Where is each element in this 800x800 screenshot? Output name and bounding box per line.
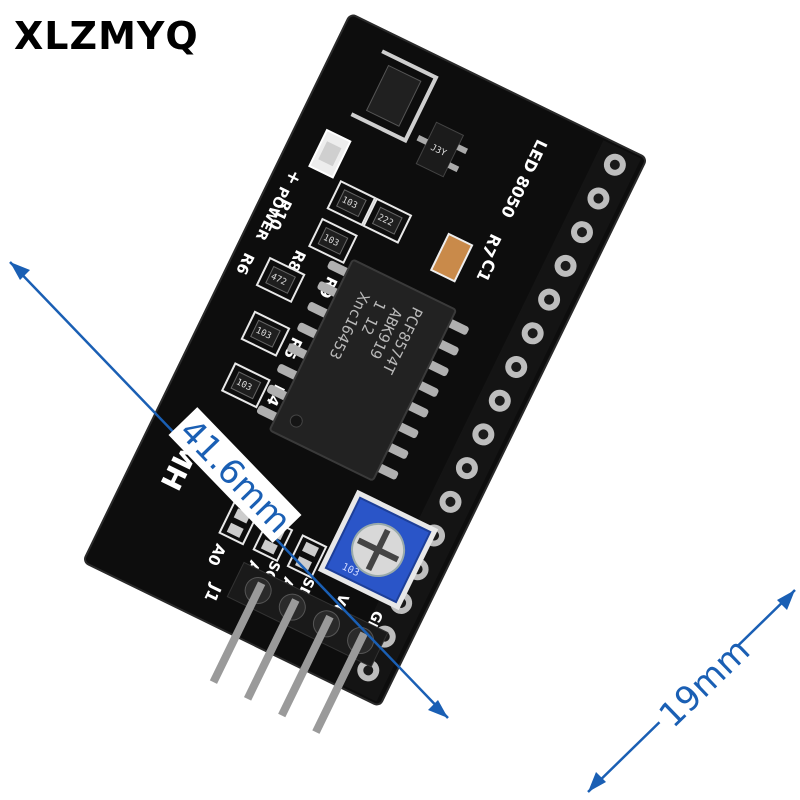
chip-pin bbox=[376, 463, 399, 480]
resistor bbox=[317, 226, 349, 255]
chip-pin bbox=[426, 360, 449, 377]
chip-pin bbox=[297, 322, 319, 339]
header-pin[interactable] bbox=[278, 614, 334, 718]
header-pin[interactable] bbox=[209, 581, 266, 684]
chip-pin bbox=[447, 319, 469, 335]
chip-pin bbox=[327, 260, 350, 277]
chip-pin bbox=[416, 381, 439, 397]
resistor bbox=[335, 189, 367, 218]
header-pin[interactable] bbox=[312, 631, 368, 734]
pcf8574-chip: PCF8574T ABK919 1 12 Xnc16453 bbox=[256, 259, 469, 481]
transistor: J3Y bbox=[415, 121, 469, 178]
chip-pin bbox=[436, 339, 459, 356]
backlight-jumper bbox=[350, 49, 439, 144]
chip-pin bbox=[267, 384, 289, 401]
width-label: 19mm bbox=[652, 631, 759, 736]
chip-pin bbox=[317, 281, 340, 298]
chip-pin bbox=[307, 302, 330, 318]
resistor bbox=[230, 371, 262, 400]
contrast-potentiometer[interactable]: 103 bbox=[317, 489, 439, 611]
chip-pin bbox=[287, 343, 309, 360]
brand-title: XLZMYQ bbox=[14, 14, 199, 58]
i2c-header[interactable]: J1 bbox=[169, 552, 389, 741]
resistor bbox=[250, 319, 281, 348]
chip-pin bbox=[396, 422, 419, 439]
resistor bbox=[371, 206, 403, 235]
resistor bbox=[265, 265, 296, 294]
chip-pin bbox=[406, 401, 429, 418]
pcb-board: LED 8050 R7 J3Y C1 + POWER 103R10103R822… bbox=[84, 14, 646, 741]
header-pin[interactable] bbox=[243, 598, 300, 701]
chip-pin bbox=[277, 364, 299, 380]
chip-pin bbox=[256, 405, 279, 422]
width-dimension: 19mm bbox=[587, 589, 796, 793]
chip-pin bbox=[386, 443, 409, 459]
